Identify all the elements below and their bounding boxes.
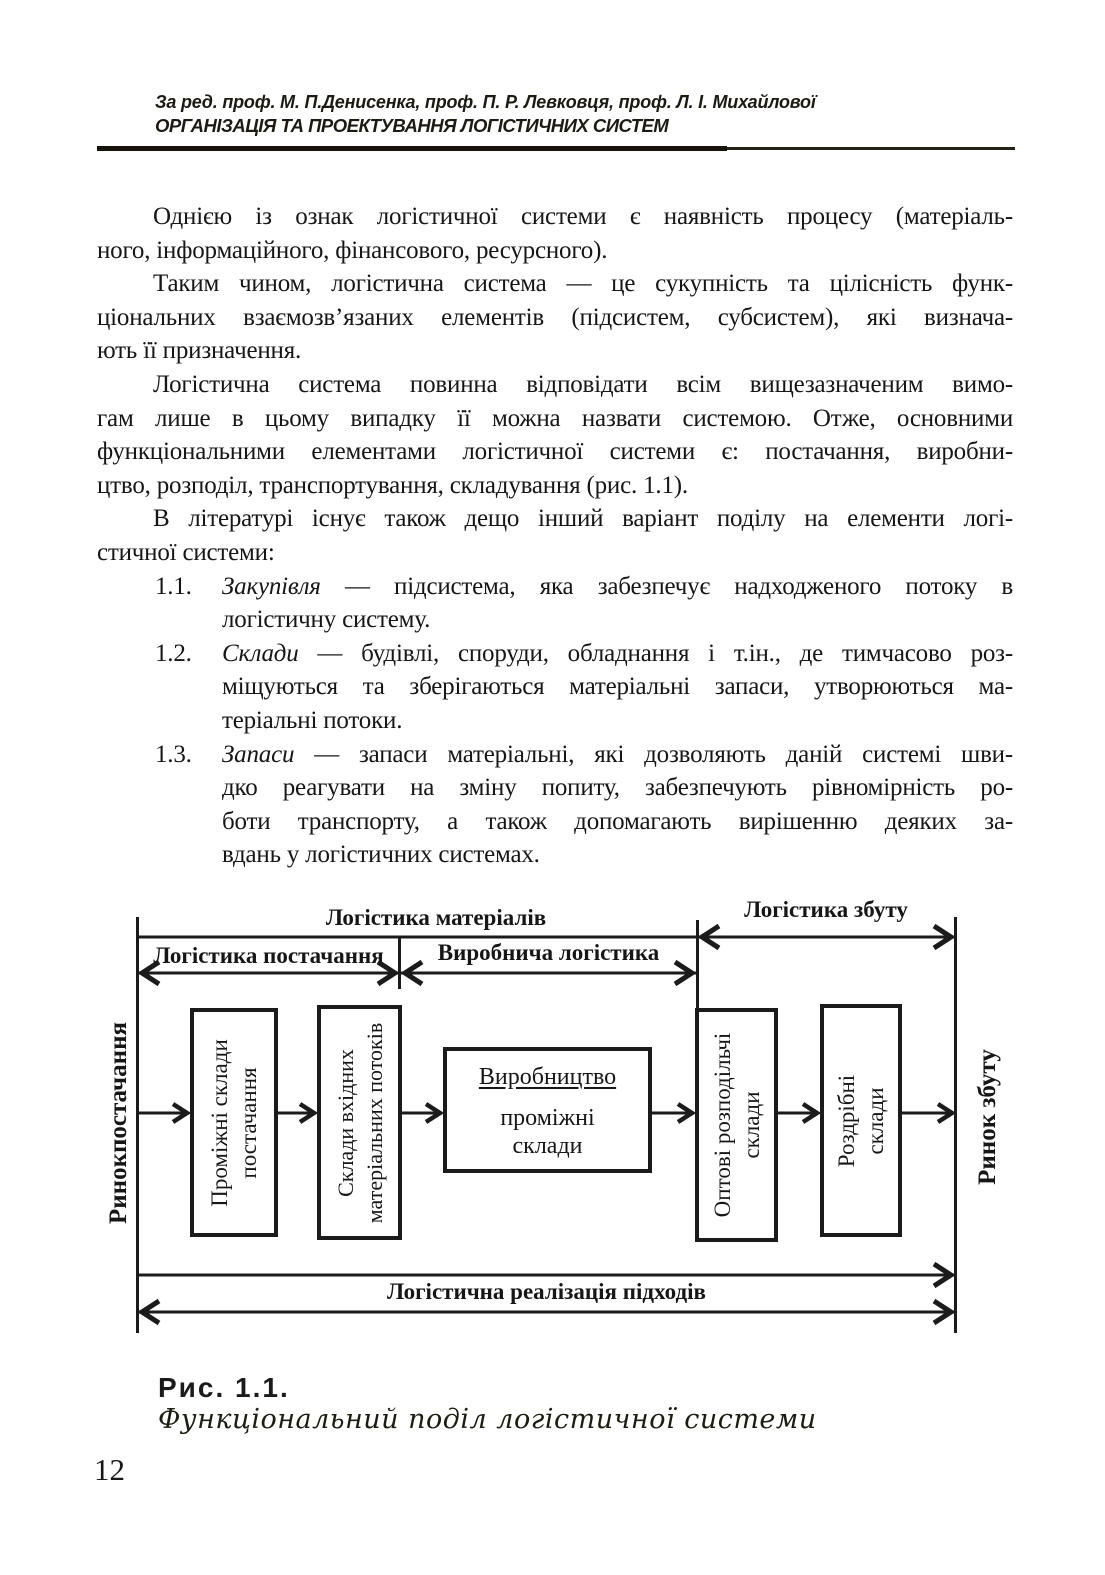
figure-number: Рис. 1.1. (158, 1372, 290, 1403)
box-retail-warehouses: Роздрібні склади (820, 1004, 902, 1237)
text-line: вдань у логістичних системах. (222, 841, 540, 869)
box-production-title: Виробництво (478, 1064, 617, 1090)
header-rule-thick (97, 146, 727, 151)
text-line: Склади — будівлі, споруди, обладнання і … (222, 639, 1013, 667)
arrowhead (932, 1298, 956, 1326)
box-retail-warehouses-text: Роздрібні склади (832, 1074, 890, 1166)
label-sales-market: Ринок збуту (974, 1049, 1001, 1185)
text-line: Логістична система повинна відповідати в… (153, 370, 1013, 398)
box-production-subtext: проміжні склади (447, 1104, 648, 1160)
arrowhead (298, 1102, 319, 1124)
box-input-flow-warehouses: Склади вхідних матеріальних потоків (317, 1005, 402, 1240)
text-line: боти транспорту, а також допомагають вир… (222, 807, 1013, 835)
paragraph: Однією із ознак логістичної системи є на… (97, 200, 1013, 267)
list-item: 1.1. Закупівля — підсистема, яка забезпеч… (97, 570, 1013, 637)
label-production-logistics: Виробнича логістика (437, 940, 660, 965)
box-text-line: Оптові розподільчі (709, 1032, 735, 1218)
text-line: логістичну систему. (222, 606, 431, 634)
box-text-line: склади (738, 1091, 764, 1159)
arrowhead (673, 959, 697, 987)
list-item-term: Склади (222, 639, 299, 667)
header-editors: За ред. проф. М. П.Денисенка, проф. П. Р… (155, 92, 816, 112)
label-materials-logistics: Логістика матеріалів (325, 905, 547, 930)
box-text-line: постачання (236, 1066, 261, 1179)
figure-1-1-diagram: Логістика матеріалів Логістика збуту Лог… (97, 895, 1017, 1340)
box-text-line: проміжні (500, 1105, 595, 1131)
label-supply-market: Ринокпостачання (105, 1021, 132, 1225)
label-sales-logistics: Логістика збуту (744, 897, 908, 922)
arrowhead (697, 923, 721, 951)
header-rule-thin (727, 147, 1015, 150)
text-line: функціональними елементами логістичної с… (97, 438, 1013, 466)
text-line: дко реагувати на зміну попиту, забезпечу… (222, 774, 1013, 802)
body-text: Однією із ознак логістичної системи є на… (97, 200, 1013, 872)
arrowhead (932, 923, 956, 951)
list-item-number: 1.1. (155, 572, 192, 600)
list-item-number: 1.3. (155, 740, 192, 768)
figure-caption: Функціональний поділ логістичної системи (158, 1404, 817, 1435)
diagram-lines-and-arrows (136, 917, 957, 1333)
paragraph: Таким чином, логістична система — це сук… (97, 267, 1013, 368)
list-item: 1.3. Запаси — запаси матеріальні, які доз… (97, 738, 1013, 872)
paragraph: В літературі існує також дещо інший варі… (97, 502, 1013, 569)
list-item-number: 1.2. (155, 639, 192, 667)
box-text-line: Проміжні склади (207, 1038, 232, 1207)
box-text-line: Склади вхідних (332, 1048, 358, 1197)
box-input-flow-warehouses-text: Склади вхідних матеріальних потоків (331, 1022, 389, 1222)
arrowhead (932, 1261, 956, 1289)
list-item-term: Закупівля (222, 572, 321, 600)
text-line: стичної системи: (97, 538, 275, 566)
paragraph: Логістична система повинна відповідати в… (97, 368, 1013, 502)
box-text-line: склади (863, 1086, 888, 1155)
box-supply-warehouses: Проміжні склади постачання (190, 1008, 278, 1237)
list-item-term: Запаси (222, 740, 295, 768)
arrowhead (137, 1298, 161, 1326)
label-supply-logistics: Логістика постачання (153, 943, 384, 968)
text-line: міщуються та зберігаються матеріальні за… (222, 673, 1013, 701)
box-supply-warehouses-text: Проміжні склади постачання (205, 1039, 263, 1207)
text-line: В літературі існує також дещо інший варі… (153, 505, 1013, 533)
box-text-line: Роздрібні (834, 1074, 859, 1167)
text-line: ціональних взаємозв’язаних елементів (пі… (97, 303, 1013, 331)
arrowhead (376, 959, 400, 987)
arrowhead (936, 1102, 957, 1124)
page-number: 12 (94, 1452, 125, 1487)
box-wholesale-warehouses-text: Оптові розподільчі склади (708, 1033, 766, 1218)
text-line: Однією із ознак логістичної системи є на… (153, 203, 1013, 230)
label-logistics-realization: Логістична реалізація підходів (387, 1279, 706, 1304)
text-line: Закупівля — підсистема, яка забезпечує н… (222, 572, 1013, 600)
arrowhead (801, 1102, 822, 1124)
list-item: 1.2. Склади — будівлі, споруди, обладнанн… (97, 637, 1013, 738)
arrowhead (400, 959, 424, 987)
arrowhead (424, 1102, 445, 1124)
text-line: Таким чином, логістична система — це сук… (153, 270, 1013, 298)
box-production: Виробництво проміжні склади (443, 1047, 652, 1173)
text-line: Запаси — запаси матеріальні, які дозволя… (222, 740, 1013, 768)
text-line: ють її призначення. (97, 337, 302, 365)
box-wholesale-warehouses: Оптові розподільчі склади (695, 1008, 778, 1242)
text-line: ного, інформаційного, фінансового, ресур… (97, 236, 608, 264)
text-line: цтво, розподіл, транспортування, складув… (97, 471, 688, 499)
arrowhead (171, 1102, 192, 1124)
box-text-line: склади (512, 1133, 583, 1159)
box-text-line: матеріальних потоків (361, 1022, 387, 1223)
text-line: гам лише в цьому випадку її можна назват… (97, 404, 1013, 432)
arrowhead (137, 959, 161, 987)
header-book-title: ОРГАНІЗАЦІЯ ТА ПРОЕКТУВАННЯ ЛОГІСТИЧНИХ … (155, 115, 669, 136)
arrowhead (676, 1102, 697, 1124)
text-line: теріальні потоки. (222, 706, 403, 734)
